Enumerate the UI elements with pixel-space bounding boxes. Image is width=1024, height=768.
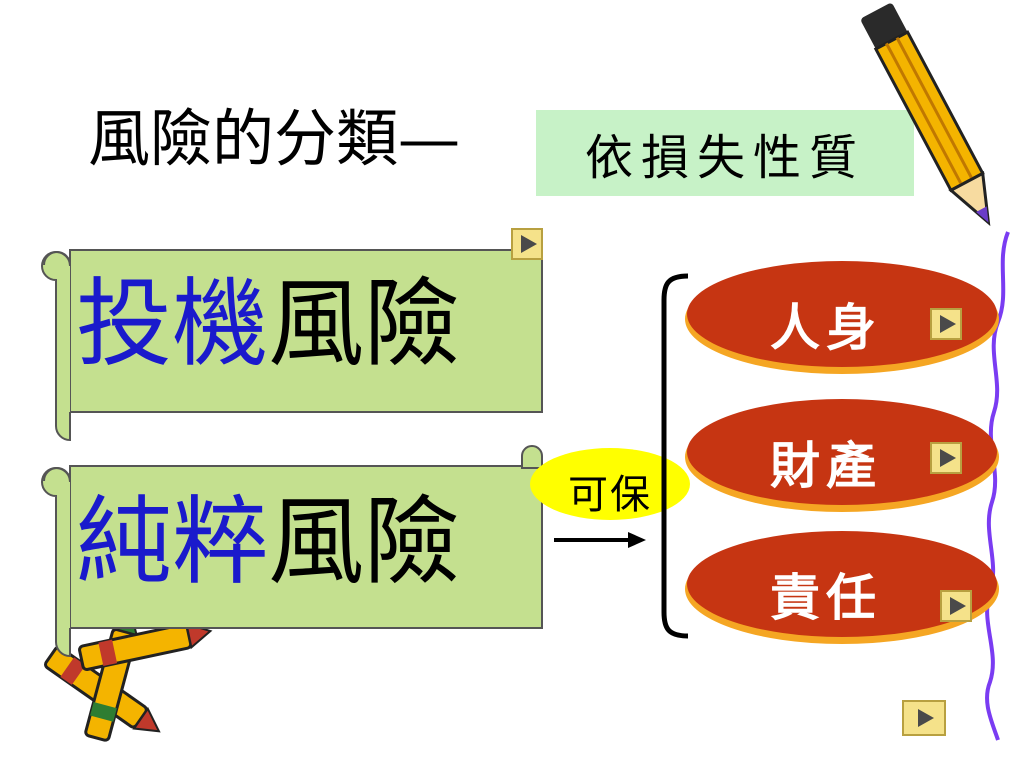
- crayon-icon: [44, 645, 161, 733]
- speculative-risk-label: 投機風險: [76, 276, 460, 372]
- page-title: 風險的分類—: [88, 108, 460, 170]
- title-main: 風險的分類: [88, 102, 399, 175]
- subtitle-box: 依損失性質: [536, 110, 914, 196]
- insurable-label: 可保: [568, 472, 652, 518]
- play-icon: [939, 449, 956, 467]
- arrow-icon: [554, 532, 646, 548]
- bracket: [661, 273, 689, 639]
- category-personal: 人身: [770, 298, 882, 357]
- speculative-risk-highlight: 投機: [76, 268, 268, 380]
- pencil-icon: [861, 3, 991, 227]
- scroll-shape-2: [41, 445, 543, 658]
- play-button-personal[interactable]: [930, 308, 962, 340]
- scroll-shape-1: [41, 229, 543, 442]
- pure-risk-label: 純粹風險: [76, 494, 460, 590]
- category-ovals: [685, 261, 999, 644]
- play-button-speculative[interactable]: [511, 228, 543, 260]
- play-icon: [520, 235, 537, 253]
- subtitle-criterion: 依損失性質: [584, 130, 865, 186]
- pure-risk-rest: 風險: [268, 486, 460, 598]
- play-button-liability[interactable]: [940, 590, 972, 622]
- speculative-risk-rest: 風險: [268, 268, 460, 380]
- play-icon: [917, 709, 934, 727]
- play-button-property[interactable]: [930, 442, 962, 474]
- category-property: 財產: [770, 436, 882, 495]
- category-liability: 責任: [770, 568, 882, 627]
- crayon-icon-3: [78, 622, 213, 671]
- insurable-oval: [530, 448, 690, 520]
- play-icon: [939, 315, 956, 333]
- pure-risk-highlight: 純粹: [76, 486, 268, 598]
- play-button-next[interactable]: [902, 700, 946, 736]
- title-dash: —: [398, 102, 461, 175]
- play-icon: [949, 597, 966, 615]
